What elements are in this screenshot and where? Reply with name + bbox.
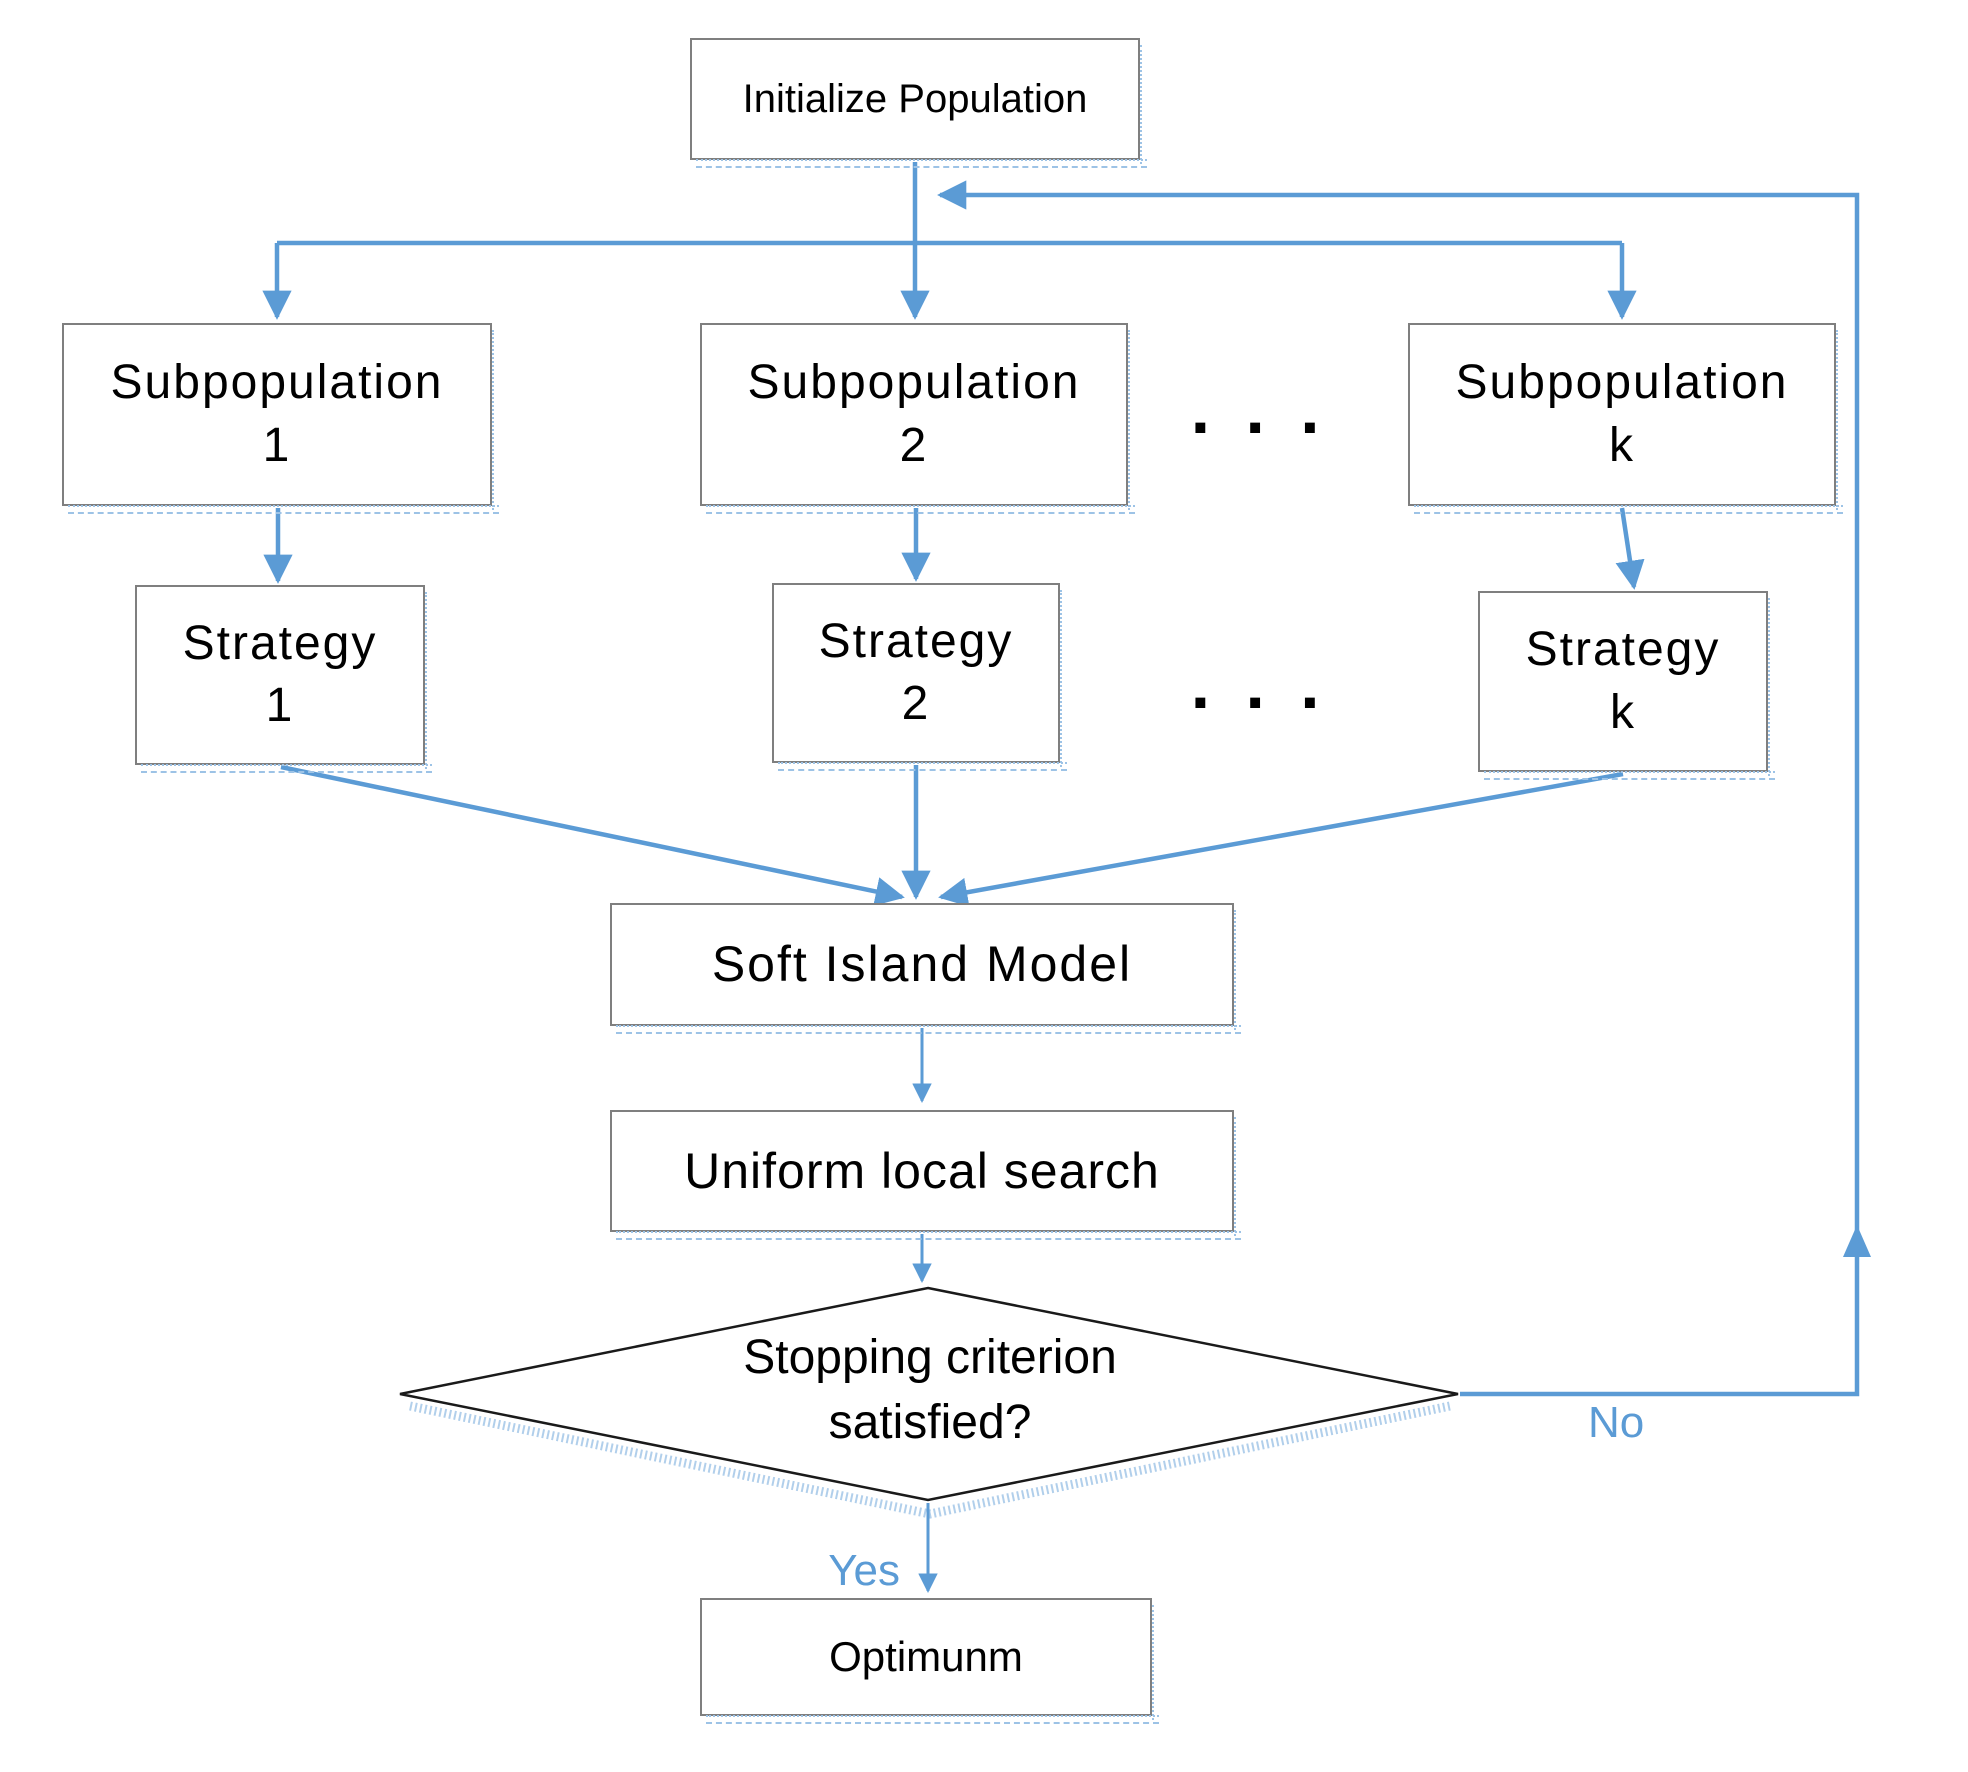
ellipsis-subpopulation-text: · · ·	[1190, 388, 1330, 466]
edge-subpopulationk-to-strategyk	[1615, 507, 1645, 590]
ellipsis-subpopulation-row: · · ·	[1170, 382, 1350, 472]
ellipsis-strategy-row: · · ·	[1170, 657, 1350, 747]
edge-strategyk-to-soft-island	[938, 771, 1624, 907]
node-strategy-k-label: Strategy k	[1525, 623, 1721, 739]
node-strategy-2: Strategy 2	[772, 583, 1067, 771]
feedback-up-arrowhead	[1843, 1225, 1871, 1257]
edge-label-yes: Yes	[828, 1546, 900, 1595]
node-decision-label: Stopping criterion satisfied?	[743, 1331, 1117, 1449]
node-strategy-1-label: Strategy 1	[182, 616, 378, 732]
node-subpopulation-k: Subpopulation k	[1408, 323, 1843, 514]
node-optimum-label: Optimunm	[829, 1632, 1023, 1680]
node-initialize-population: Initialize Population	[690, 38, 1147, 168]
node-initialize-population-label: Initialize Population	[742, 77, 1088, 121]
ellipsis-strategy-text: · · ·	[1190, 663, 1330, 741]
node-uniform-local-search-label: Uniform local search	[684, 1142, 1160, 1199]
edge-label-no: No	[1588, 1398, 1645, 1447]
node-strategy-2-label: Strategy 2	[818, 614, 1014, 730]
node-strategy-k: Strategy k	[1478, 591, 1775, 780]
node-subpopulation-2: Subpopulation 2	[700, 323, 1135, 514]
node-soft-island-model-label: Soft Island Model	[711, 936, 1133, 992]
edge-strategy1-to-soft-island	[280, 764, 905, 906]
node-soft-island-model: Soft Island Model	[610, 903, 1241, 1034]
node-subpopulation-2-label: Subpopulation 2	[747, 356, 1081, 472]
node-subpopulation-1-label: Subpopulation 1	[110, 356, 444, 472]
node-subpopulation-k-label: Subpopulation k	[1455, 356, 1789, 472]
node-uniform-local-search: Uniform local search	[610, 1110, 1241, 1240]
node-strategy-1: Strategy 1	[135, 585, 432, 773]
node-optimum: Optimunm	[700, 1598, 1159, 1724]
node-subpopulation-1: Subpopulation 1	[62, 323, 499, 514]
